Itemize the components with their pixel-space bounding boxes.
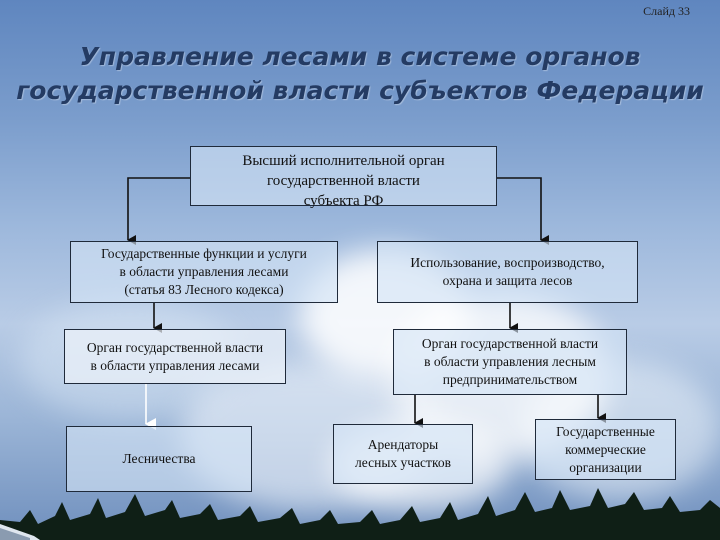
connector-top-to-left	[127, 177, 190, 245]
title-line-2: государственной власти субъектов Федерац…	[16, 76, 704, 105]
house-roof-decoration	[0, 524, 40, 540]
box-forest-business-organ: Орган государственной власти в области у…	[393, 329, 627, 395]
slide-title: Управление лесами в системе органов госу…	[0, 40, 720, 108]
slide-number: Слайд 33	[643, 4, 690, 18]
title-line-1: Управление лесами в системе органов	[79, 42, 641, 71]
box-forest-usage: Использование, воспроизводство, охрана и…	[377, 241, 638, 303]
box-state-commercial-orgs: Государственные коммерческие организации	[535, 419, 676, 480]
box-top-executive-body: Высший исполнительной орган государствен…	[190, 146, 497, 209]
connector-top-to-right	[497, 177, 549, 245]
box-forest-management-organ: Орган государственной власти в области у…	[64, 329, 286, 384]
treeline-silhouette	[0, 488, 720, 540]
box-forestries: Лесничества	[66, 426, 252, 492]
box-land-tenants: Арендаторы лесных участков	[333, 424, 473, 484]
box-state-functions: Государственные функции и услуги в облас…	[70, 241, 338, 303]
